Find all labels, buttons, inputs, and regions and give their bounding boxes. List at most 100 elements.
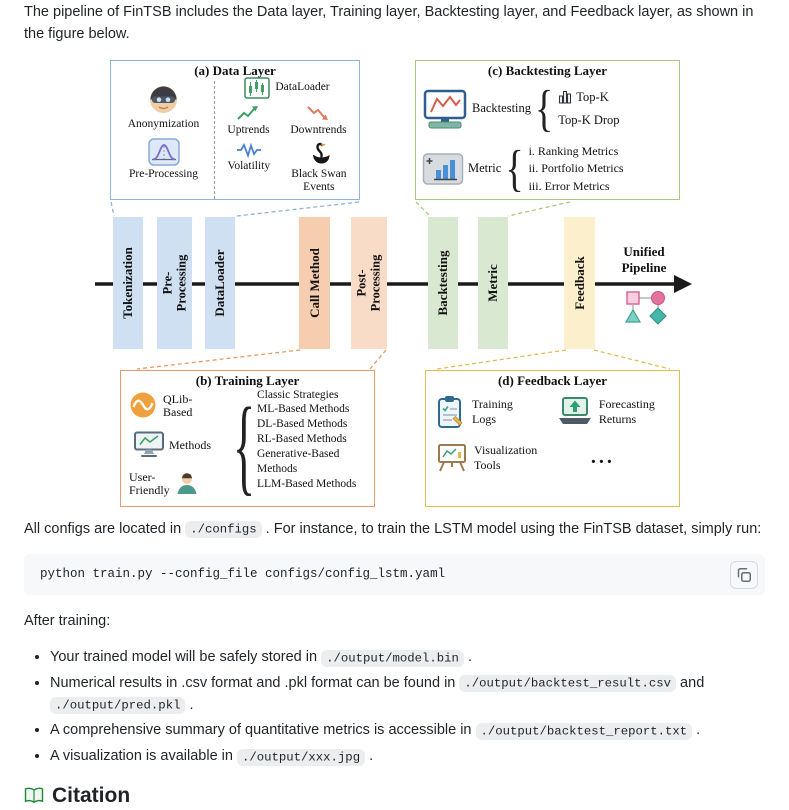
code-block-pre: python train.py --config_file configs/co… <box>24 554 765 595</box>
pipeline-figure: (a) Data Layer Anonymization <box>0 54 789 509</box>
training-logs-icon <box>436 395 466 429</box>
inline-code-configs: ./configs <box>185 521 262 538</box>
metric-label: Metric <box>468 161 502 175</box>
stage-tokenization: Tokenization <box>113 216 143 349</box>
dataloader-chart-icon <box>244 76 271 99</box>
method-item: Generative-Based Methods <box>257 448 340 476</box>
methods-label: Methods <box>169 437 211 452</box>
bullet-text: and <box>676 674 705 691</box>
black-swan-icon <box>306 142 332 166</box>
preprocessing-icon <box>147 137 180 166</box>
configs-text-before: All configs are located in <box>24 520 186 537</box>
inline-code-path: ./output/backtest_result.csv <box>459 675 677 693</box>
inline-code-path: ./output/model.bin <box>321 649 464 667</box>
training-layer-box: (b) Training Layer QLib- Based <box>120 369 375 507</box>
configs-paragraph: All configs are located in ./configs . F… <box>24 519 765 541</box>
bullet-text: A visualization is available in <box>50 748 237 764</box>
data-layer-box: (a) Data Layer Anonymization <box>110 59 360 200</box>
unified-pipeline-label: Unified Pipeline <box>621 243 667 275</box>
stage-post-processing: Post- Processing <box>351 216 387 349</box>
user-friendly-label: User- Friendly <box>129 469 170 498</box>
bullet-text: . <box>365 748 374 764</box>
training-layer-title: (b) Training Layer <box>195 372 300 388</box>
visualization-tools-icon <box>436 443 468 473</box>
top-k-label: Top-K <box>576 89 609 104</box>
portfolio-metrics-label: ii. Portfolio Metrics <box>528 161 624 175</box>
training-logs-label: Training Logs <box>472 396 513 426</box>
feedback-layer-title: (d) Feedback Layer <box>497 372 608 388</box>
bullet-text: Numerical results in .csv format and .pk… <box>50 674 460 691</box>
feedback-layer-box: (d) Feedback Layer Tr <box>425 369 680 507</box>
inline-code-path: ./output/backtest_report.txt <box>475 722 693 740</box>
copy-button[interactable] <box>730 561 758 590</box>
citation-title-text: Citation <box>52 783 131 807</box>
metric-chart-icon <box>422 151 464 187</box>
preprocessing-label: Pre-Processing <box>129 167 198 180</box>
downtrends-label: Downtrends <box>290 123 347 136</box>
list-item: Your trained model will be safely stored… <box>50 647 765 669</box>
method-item: Classic Strategies <box>257 388 339 401</box>
forecasting-returns-icon <box>557 396 593 427</box>
unified-pipeline-shapes <box>624 290 667 325</box>
dashed-connectors <box>110 200 671 370</box>
bullet-list: Your trained model will be safely stored… <box>24 647 765 768</box>
computer-icon <box>133 431 165 458</box>
inline-code-path: ./output/pred.pkl <box>50 697 186 714</box>
brace-glyph: { <box>505 140 524 197</box>
code-block: python train.py --config_file configs/co… <box>24 554 765 596</box>
list-item: Numerical results in .csv format and .pk… <box>50 673 765 717</box>
bullet-text: Your trained model will be safely stored… <box>50 649 322 665</box>
data-layer-right-column: DataLoader Uptrends <box>217 76 357 195</box>
backtesting-monitor-icon <box>422 89 468 129</box>
method-item: LLM-Based Methods <box>257 478 357 491</box>
bullet-text: . <box>463 649 472 665</box>
uptrends-label: Uptrends <box>227 123 270 136</box>
stage-backtesting: Backtesting <box>428 216 458 349</box>
error-metrics-label: iii. Error Metrics <box>528 178 610 193</box>
inline-code-path: ./output/xxx.jpg <box>237 748 366 766</box>
ranking-metrics-label: i. Ranking Metrics <box>528 143 619 158</box>
uptrends-icon <box>236 104 260 122</box>
qlib-based-label: QLib- Based <box>163 391 193 420</box>
stage-call-method: Call Method <box>299 216 330 349</box>
method-item: DL-Based Methods <box>257 418 348 431</box>
data-layer-title: (a) Data Layer <box>194 62 276 78</box>
bullet-text: . <box>185 696 194 713</box>
after-training-text: After training: <box>24 613 111 630</box>
user-icon <box>175 471 199 495</box>
downtrends-icon <box>306 104 330 122</box>
feedback-more-label: ... <box>590 446 615 468</box>
black-swan-label: Black Swan Events <box>291 167 347 193</box>
data-layer-left-column: Anonymization Pre-Processing <box>113 80 215 199</box>
stage-metric: Metric <box>478 216 508 349</box>
anonymization-label: Anonymization <box>127 117 200 130</box>
volatility-label: Volatility <box>227 159 271 172</box>
anonymization-icon <box>147 83 180 116</box>
pipeline-arrowhead <box>674 274 692 293</box>
topk-bars-icon <box>558 90 572 104</box>
stage-pre-processing: Pre- Processing <box>157 216 192 349</box>
copy-icon <box>736 567 752 583</box>
list-item: A comprehensive summary of quantitative … <box>50 720 765 742</box>
visualization-tools-label: Visualization Tools <box>474 442 538 472</box>
method-list: Classic Strategies ML-Based Methods DL-B… <box>257 388 373 493</box>
code-block-text: python train.py --config_file configs/co… <box>40 567 446 582</box>
citation-heading: Citation <box>24 784 765 808</box>
bullet-text: . <box>692 722 701 739</box>
stage-dataloader: DataLoader <box>205 216 235 349</box>
dataloader-label: DataLoader <box>275 80 330 93</box>
backtesting-label: Backtesting <box>472 101 532 115</box>
method-item: RL-Based Methods <box>257 433 347 446</box>
intro-paragraph: The pipeline of FinTSB includes the Data… <box>24 4 754 42</box>
list-item: A visualization is available in ./output… <box>50 746 765 768</box>
volatility-icon <box>236 142 262 158</box>
brace-glyph: { <box>233 384 256 505</box>
method-item: ML-Based Methods <box>257 403 350 416</box>
training-layer-left: QLib- Based Methods User- Friendly <box>129 391 233 503</box>
qlib-icon <box>129 391 157 419</box>
configs-text-after: . For instance, to train the LSTM model … <box>261 520 762 537</box>
stage-feedback: Feedback <box>564 216 595 349</box>
forecasting-returns-label: Forecasting Returns <box>598 396 655 426</box>
brace-glyph: { <box>535 80 554 137</box>
